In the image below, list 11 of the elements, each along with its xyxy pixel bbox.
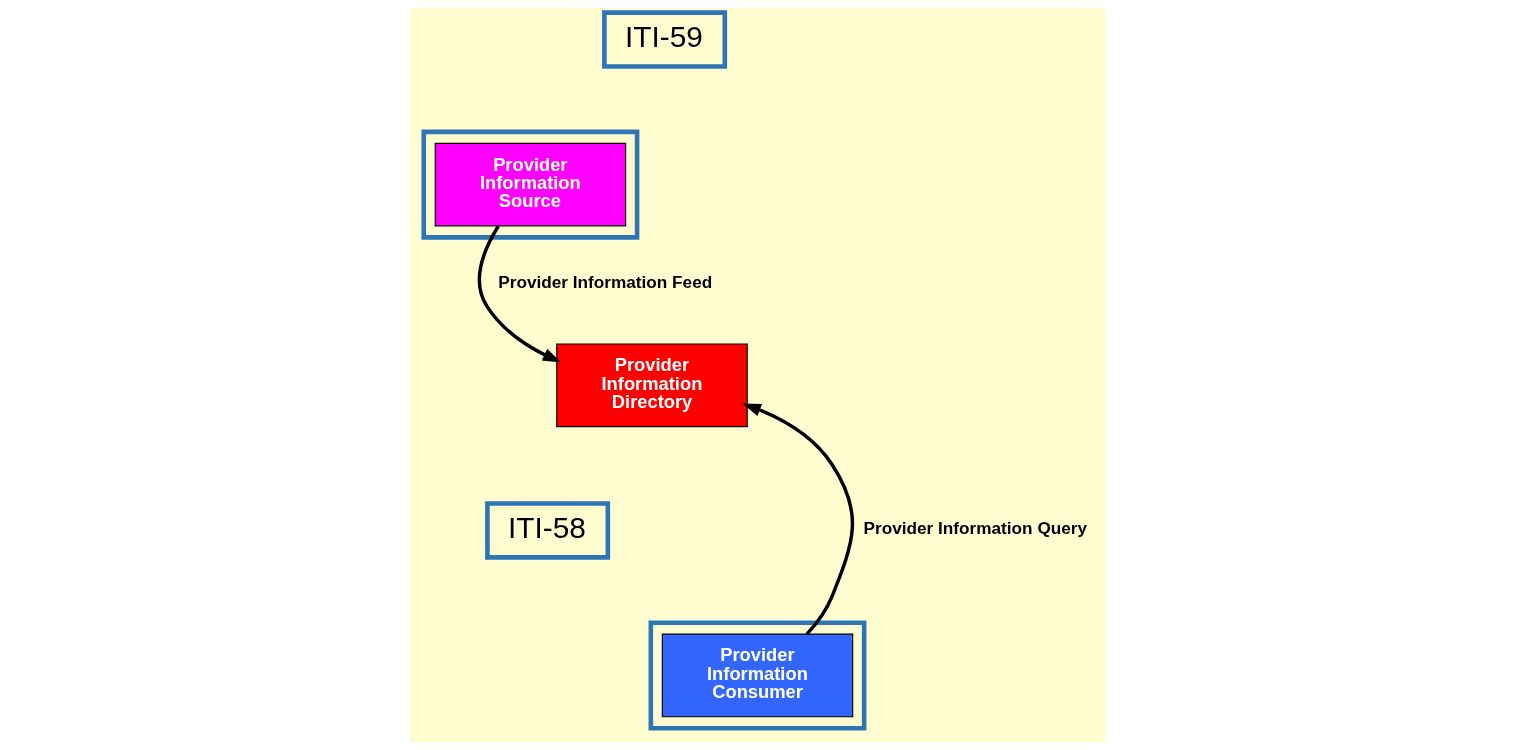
node-box: ITI-59 bbox=[601, 10, 727, 69]
node-box: Provider Information Directory bbox=[555, 343, 748, 428]
cluster bbox=[648, 620, 866, 731]
cluster bbox=[420, 129, 639, 240]
node-box: ITI-58 bbox=[484, 501, 610, 560]
arrow bbox=[477, 225, 561, 363]
edge-label: Provider Information Feed bbox=[497, 272, 712, 293]
node-box: Provider Information Consumer bbox=[661, 633, 853, 718]
arrow bbox=[742, 403, 854, 636]
edge-label: Provider Information Query bbox=[863, 517, 1087, 538]
node-box: Provider Information Source bbox=[434, 142, 626, 227]
